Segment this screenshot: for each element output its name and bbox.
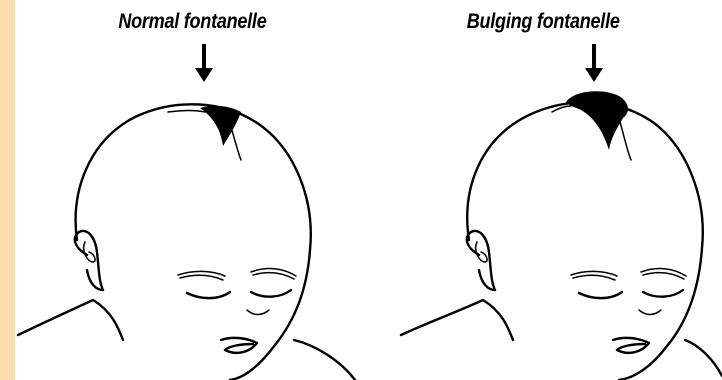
eye-right [251, 290, 291, 297]
hair-line [168, 111, 205, 113]
panel-bulging-fontanelle: Bulging fontanelle [369, 0, 722, 380]
eye-left [187, 292, 230, 298]
down-arrow-icon [585, 44, 603, 82]
diagram-canvas: Normal fontanelle [15, 0, 722, 380]
mouth [221, 338, 257, 353]
baby-head-bulging-illustration [369, 0, 722, 380]
shoulder-line [18, 300, 123, 340]
shoulder-line [401, 300, 513, 340]
nose [247, 310, 269, 315]
fontanelle-bulge [566, 91, 628, 150]
nose [639, 310, 661, 315]
baby-head-normal-illustration [15, 0, 368, 380]
down-arrow-icon [195, 44, 213, 82]
mouth [613, 338, 649, 353]
panel-normal-fontanelle: Normal fontanelle [15, 0, 368, 380]
eye-left [579, 292, 622, 298]
head-outline [76, 104, 311, 380]
head-outline [467, 102, 702, 380]
eye-right [643, 290, 683, 297]
